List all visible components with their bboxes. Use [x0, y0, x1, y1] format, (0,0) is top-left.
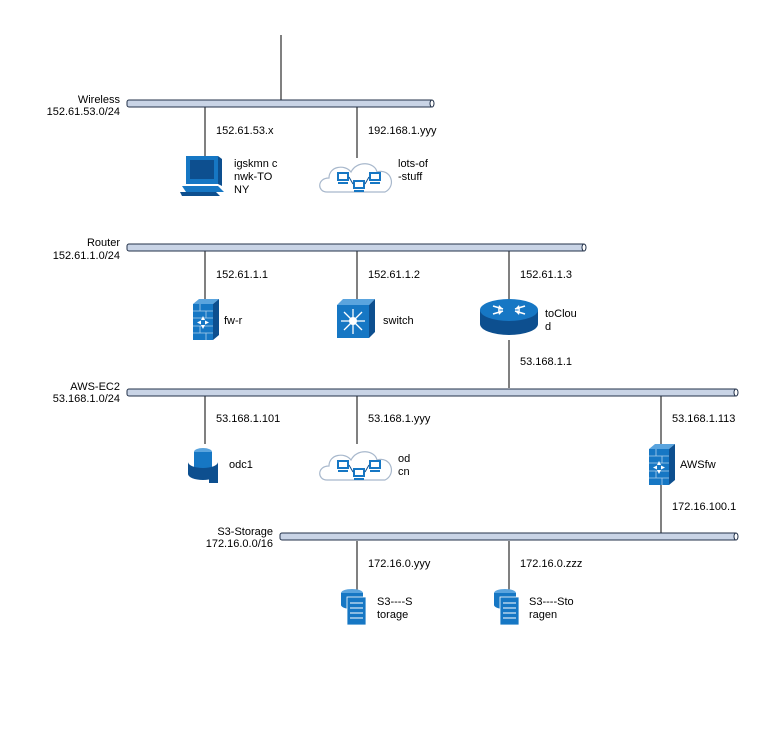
aws-bus [126, 388, 739, 397]
node-label-igskmn: igskmn cnwk-TONY [234, 158, 278, 196]
link-address: 152.61.1.1 [216, 269, 268, 281]
wireless-network-subnet: 152.61.53.0/24 [46, 106, 120, 118]
link-address: 53.168.1.1 [520, 356, 572, 368]
router-bus [126, 243, 587, 252]
link-address: 152.61.1.2 [368, 269, 420, 281]
node-label-s3-storagen: S3----Storagen [529, 596, 574, 621]
wireless-bus [126, 99, 435, 108]
node-label-lots-of-stuff: lots-of-stuff [398, 158, 428, 183]
firewall-icon [648, 443, 676, 486]
database-icon [188, 448, 218, 483]
cloud-computers-icon [319, 163, 393, 193]
node-label-switch: switch [383, 315, 414, 327]
node-label-odcn: odcn [398, 453, 411, 478]
s3-bus [279, 532, 739, 541]
aws-network-name: AWS-EC2 [70, 381, 120, 393]
s3-network-subnet: 172.16.0.0/16 [205, 538, 273, 550]
storage-server-icon [493, 588, 520, 626]
s3-network-name: S3-Storage [217, 526, 273, 538]
aws-network-subnet: 53.168.1.0/24 [52, 393, 120, 405]
link-address: 152.61.1.3 [520, 269, 572, 281]
storage-server-icon [340, 588, 367, 626]
link-address: 152.61.53.x [216, 125, 274, 137]
firewall-icon [192, 298, 220, 341]
node-label-awsfw: AWSfw [680, 459, 716, 471]
router-network-subnet: 152.61.1.0/24 [52, 250, 120, 262]
link-address: 53.168.1.yyy [368, 413, 431, 425]
node-label-fw-r: fw-r [224, 315, 243, 327]
link-address: 53.168.1.101 [216, 413, 281, 425]
router-network-name: Router [86, 237, 120, 249]
layer3-switch-icon [337, 299, 375, 338]
cloud-computers-icon [319, 451, 393, 481]
link-address: 172.16.100.1 [672, 501, 737, 513]
link-address: 172.16.0.yyy [368, 558, 431, 570]
link-address: 172.16.0.zzz [520, 558, 583, 570]
workstation-icon [180, 156, 224, 196]
link-address: 192.168.1.yyy [368, 125, 437, 137]
node-label-s3-storage: S3----Storage [377, 596, 413, 621]
wireless-network-name: Wireless [77, 94, 120, 106]
router-icon [480, 299, 538, 335]
node-label-odc1: odc1 [229, 459, 253, 471]
node-label-tocloud: toCloud [545, 308, 577, 333]
link-address: 53.168.1.113 [672, 413, 736, 425]
